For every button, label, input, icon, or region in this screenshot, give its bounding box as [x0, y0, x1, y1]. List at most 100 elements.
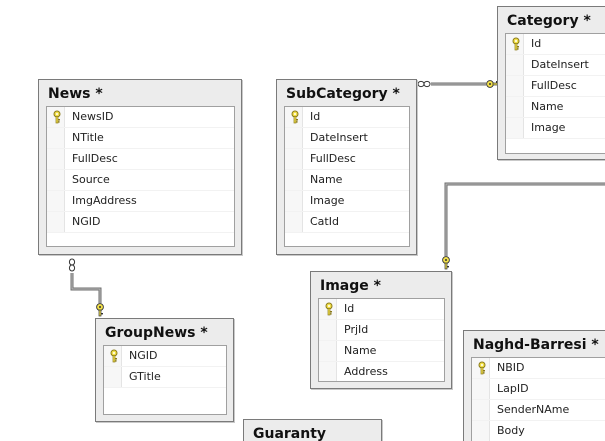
row-selector[interactable] [319, 341, 337, 361]
column-row[interactable]: Body [472, 421, 605, 441]
column-row[interactable]: PrjId [319, 320, 444, 341]
table-title[interactable]: Guaranty [253, 426, 327, 441]
column-row[interactable]: FullDesc [285, 149, 409, 170]
column-name: FullDesc [531, 79, 577, 92]
column-name: FullDesc [72, 152, 118, 165]
column-row[interactable]: CatId [285, 212, 409, 233]
column-name: Body [497, 424, 525, 437]
column-row[interactable]: Name [319, 341, 444, 362]
column-row[interactable]: Name [285, 170, 409, 191]
infinity-icon [417, 80, 431, 88]
column-row[interactable]: Name [506, 97, 605, 118]
column-row[interactable]: NewsID [47, 107, 234, 128]
row-selector[interactable] [104, 346, 122, 366]
row-selector[interactable] [319, 320, 337, 340]
row-selector[interactable] [285, 170, 303, 190]
column-row[interactable]: Address [319, 362, 444, 381]
column-name: Name [344, 344, 377, 357]
infinity-icon [68, 258, 76, 272]
row-selector[interactable] [285, 128, 303, 148]
table-groupnews[interactable]: GroupNews * NGID GTitle [95, 318, 234, 422]
key-icon [96, 303, 104, 317]
column-name: Image [310, 194, 345, 207]
column-name: NTitle [72, 131, 104, 144]
column-list: NGID GTitle [103, 345, 227, 415]
column-name: NGID [72, 215, 101, 228]
table-guaranty[interactable]: Guaranty [243, 419, 382, 441]
column-row[interactable]: Id [285, 107, 409, 128]
column-row[interactable]: Image [506, 118, 605, 139]
table-title[interactable]: Image * [320, 278, 381, 294]
column-name: FullDesc [310, 152, 356, 165]
column-row[interactable]: FullDesc [47, 149, 234, 170]
table-title[interactable]: Naghd-Barresi * [473, 337, 599, 353]
column-row[interactable]: DateInsert [285, 128, 409, 149]
column-row[interactable]: ImgAddress [47, 191, 234, 212]
row-selector[interactable] [47, 170, 65, 190]
column-row[interactable]: FullDesc [506, 76, 605, 97]
column-row[interactable]: Source [47, 170, 234, 191]
row-selector[interactable] [47, 107, 65, 127]
column-name: DateInsert [310, 131, 368, 144]
row-selector[interactable] [104, 367, 122, 387]
table-title[interactable]: SubCategory * [286, 86, 400, 102]
row-selector[interactable] [506, 118, 524, 138]
row-selector[interactable] [506, 97, 524, 117]
column-name: SenderNAme [497, 403, 570, 416]
column-row[interactable]: Id [506, 34, 605, 55]
column-name: PrjId [344, 323, 369, 336]
row-selector[interactable] [472, 400, 490, 420]
column-row[interactable]: NBID [472, 358, 605, 379]
row-selector[interactable] [47, 149, 65, 169]
row-selector[interactable] [285, 191, 303, 211]
column-row[interactable]: SenderNAme [472, 400, 605, 421]
table-title[interactable]: Category * [507, 13, 591, 29]
column-name: LapID [497, 382, 529, 395]
column-row[interactable]: LapID [472, 379, 605, 400]
row-selector[interactable] [472, 379, 490, 399]
row-selector[interactable] [506, 34, 524, 54]
column-row[interactable]: NGID [104, 346, 226, 367]
row-selector[interactable] [506, 76, 524, 96]
column-row[interactable]: NTitle [47, 128, 234, 149]
row-selector[interactable] [319, 299, 337, 319]
key-icon [512, 37, 520, 51]
column-name: Address [344, 365, 388, 378]
key-icon [442, 256, 450, 270]
column-name: Source [72, 173, 110, 186]
row-selector[interactable] [47, 191, 65, 211]
table-title[interactable]: GroupNews * [105, 325, 208, 341]
column-name: NGID [129, 349, 158, 362]
column-name: Id [344, 302, 355, 315]
column-row[interactable]: DateInsert [506, 55, 605, 76]
column-name: ImgAddress [72, 194, 137, 207]
column-name: Id [531, 37, 542, 50]
key-icon [325, 302, 333, 316]
column-name: DateInsert [531, 58, 589, 71]
table-title[interactable]: News * [48, 86, 103, 102]
row-selector[interactable] [472, 358, 490, 378]
row-selector[interactable] [47, 128, 65, 148]
row-selector[interactable] [472, 421, 490, 441]
column-row[interactable]: GTitle [104, 367, 226, 388]
row-selector[interactable] [319, 362, 337, 381]
column-name: Name [310, 173, 343, 186]
row-selector[interactable] [285, 107, 303, 127]
column-row[interactable]: Id [319, 299, 444, 320]
column-row[interactable]: Image [285, 191, 409, 212]
row-selector[interactable] [47, 212, 65, 232]
column-row[interactable]: NGID [47, 212, 234, 233]
row-selector[interactable] [506, 55, 524, 75]
row-selector[interactable] [285, 212, 303, 232]
row-selector[interactable] [285, 149, 303, 169]
relationship-category-image [444, 182, 605, 256]
